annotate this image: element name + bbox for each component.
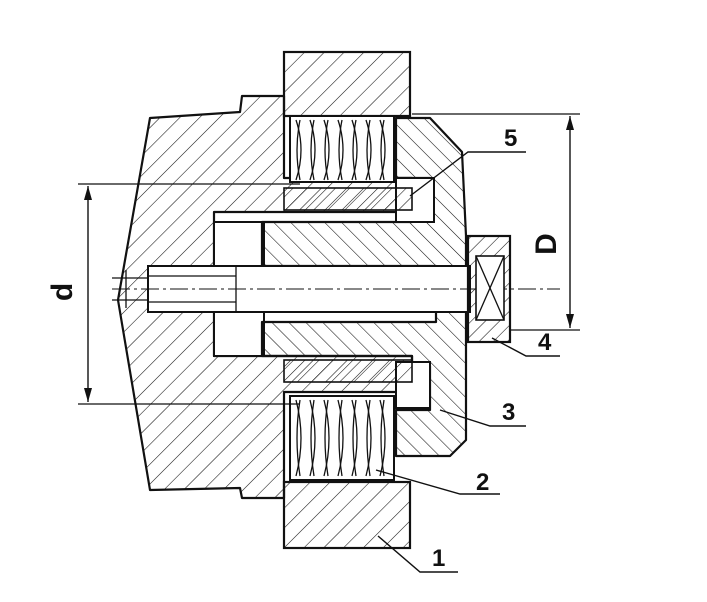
callout-3: 3 — [502, 399, 515, 426]
callout-2: 2 — [476, 469, 489, 496]
callout-4: 4 — [538, 329, 552, 356]
callout-5: 5 — [504, 125, 517, 152]
dimension-d — [78, 183, 300, 405]
dimension-D — [412, 113, 580, 331]
callout-1: 1 — [432, 545, 445, 572]
dimension-d-label: d — [46, 283, 79, 301]
part-5-ring-top — [283, 177, 435, 223]
part-1-bottom-block — [282, 480, 412, 550]
part-2-packing-bottom — [289, 395, 395, 481]
part-2-packing-top — [289, 115, 395, 183]
dimension-D-label: D — [530, 233, 563, 255]
callout-leaders — [375, 151, 560, 573]
inner-ring-bottom — [283, 359, 431, 409]
part-1-top-block — [282, 50, 412, 118]
part-4-nut — [466, 234, 512, 344]
